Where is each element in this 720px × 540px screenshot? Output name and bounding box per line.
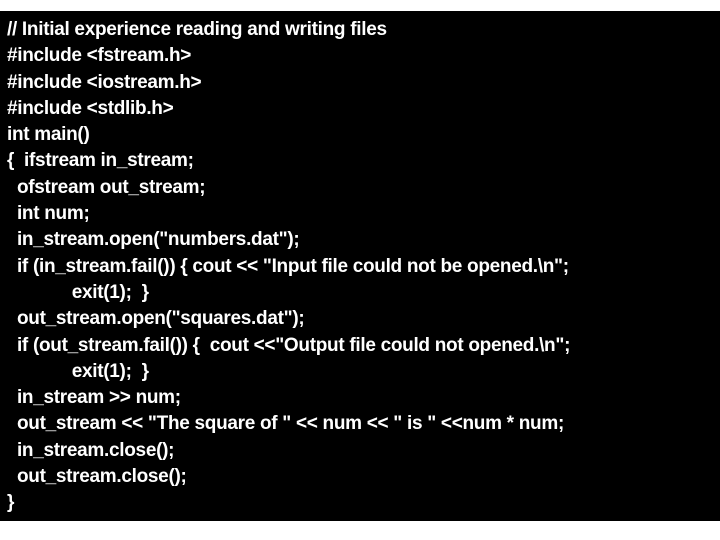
code-line: { ifstream in_stream;: [7, 150, 194, 172]
code-line: out_stream << "The square of " << num <<…: [7, 413, 564, 435]
code-line: out_stream.open("squares.dat");: [7, 308, 305, 330]
code-line: ofstream out_stream;: [7, 176, 206, 198]
code-line: }: [7, 492, 15, 514]
code-line: #include <fstream.h>: [7, 45, 192, 67]
code-line: in_stream.close();: [7, 439, 175, 461]
code-line: // Initial experience reading and writin…: [7, 19, 387, 40]
code-line: out_stream.close();: [7, 466, 187, 488]
code-line: int main(): [7, 124, 90, 146]
code-line: exit(1); }: [7, 360, 149, 382]
code-line: if (out_stream.fail()) { cout <<"Output …: [7, 334, 571, 356]
code-line: exit(1); }: [7, 281, 149, 303]
code-line: #include <stdlib.h>: [7, 97, 174, 119]
code-line: if (in_stream.fail()) { cout << "Input f…: [7, 255, 569, 277]
code-line: int num;: [7, 203, 90, 225]
code-line: in_stream >> num;: [7, 387, 181, 409]
code-line: #include <iostream.h>: [7, 71, 202, 93]
code-panel: // Initial experience reading and writin…: [0, 11, 720, 521]
code-line: in_stream.open("numbers.dat");: [7, 229, 300, 251]
